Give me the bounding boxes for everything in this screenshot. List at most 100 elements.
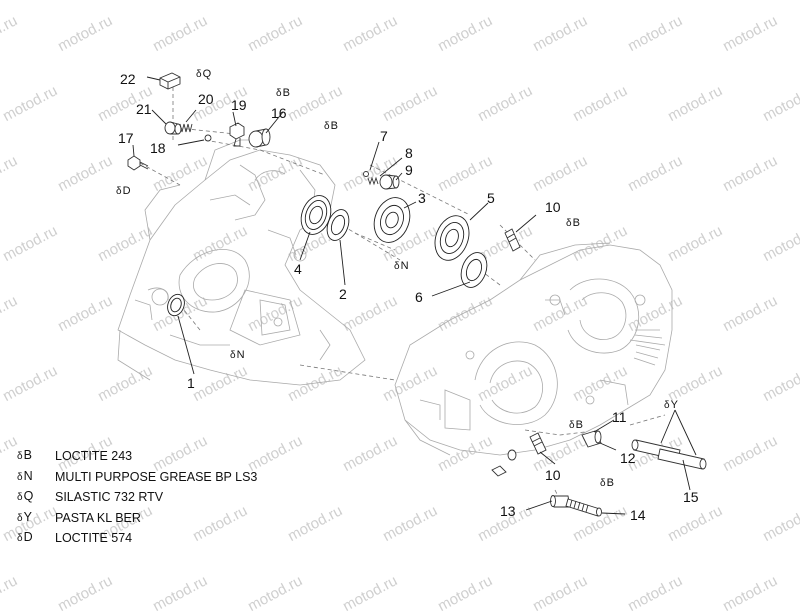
legend-symbol: δD — [17, 528, 55, 549]
legend-code: N — [23, 468, 33, 483]
part-label-p12: 12 — [620, 450, 636, 466]
sealant-tag-t10a: δB — [566, 218, 580, 229]
part-label-p8: 8 — [405, 145, 413, 161]
drop-icon: δ — [230, 350, 236, 361]
part-label-p13: 13 — [500, 503, 516, 519]
drop-icon: δ — [324, 121, 330, 132]
legend-code: Y — [23, 509, 32, 524]
drop-icon: δ — [566, 218, 572, 229]
part-21-plug — [164, 121, 182, 135]
part-16-plug — [248, 128, 271, 148]
part-label-p4: 4 — [294, 261, 302, 277]
drop-icon: δ — [17, 492, 23, 503]
legend-symbol: δN — [17, 467, 55, 488]
part-label-p10a: 10 — [545, 199, 561, 215]
part-1-oring — [167, 293, 185, 317]
part-17-sensor — [127, 155, 149, 171]
drop-icon: δ — [196, 69, 202, 80]
sealant-code: B — [330, 120, 338, 132]
part-14-stud — [565, 498, 602, 517]
part-12-sleeve — [581, 430, 602, 448]
sealant-tag-t17: δD — [116, 186, 131, 197]
part-18-ball — [204, 134, 212, 142]
part-label-p18: 18 — [150, 140, 166, 156]
legend-text: PASTA KL BER — [55, 510, 141, 525]
sealant-tag-t14: δB — [600, 478, 614, 489]
part-label-p15: 15 — [683, 489, 699, 505]
legend-symbol: δB — [17, 446, 55, 467]
part-label-p3: 3 — [418, 190, 426, 206]
legend-code: Q — [23, 489, 34, 503]
drop-icon: δ — [17, 512, 23, 524]
drop-icon: δ — [569, 420, 575, 431]
part-6-seal — [460, 252, 488, 288]
legend-symbol: δY — [17, 508, 55, 529]
part-label-p22: 22 — [120, 71, 136, 87]
legend-symbol: δQ — [17, 487, 55, 508]
part-3-bearing — [373, 197, 411, 243]
small-plugs — [491, 449, 517, 477]
drop-icon: δ — [116, 186, 122, 197]
part-19-fitting — [229, 122, 245, 147]
left-crankcase-half — [117, 139, 366, 386]
sealant-code: N — [400, 260, 409, 272]
sealant-code: N — [236, 349, 245, 361]
part-8-spring — [367, 176, 379, 186]
part-5-bearing — [434, 215, 470, 261]
legend-text: LOCTITE 243 — [55, 449, 133, 463]
part-label-p11: 11 — [612, 409, 627, 425]
right-crankcase-half — [394, 242, 673, 456]
sealant-tag-t11: δB — [569, 420, 583, 431]
sealant-tag-t16: δB — [324, 121, 338, 132]
part-20-spring — [179, 123, 193, 133]
drop-icon: δ — [600, 478, 606, 489]
part-22-cap — [159, 72, 181, 90]
leader-lines — [132, 76, 697, 515]
legend-text: MULTI PURPOSE GREASE BP LS3 — [55, 469, 258, 484]
sealant-code: Q — [202, 68, 212, 80]
part-label-p2: 2 — [339, 286, 347, 302]
sealant-code: D — [122, 185, 131, 197]
part-label-p16: 16 — [271, 105, 287, 121]
part-9-plug — [379, 174, 400, 190]
drop-icon: δ — [17, 451, 23, 462]
part-label-p6: 6 — [415, 289, 423, 305]
drop-icon: δ — [17, 471, 23, 483]
drop-icon: δ — [664, 400, 670, 411]
part-label-p17: 17 — [118, 130, 134, 146]
exploded-view-diagram — [117, 72, 707, 517]
sealant-tag-t15: δY — [664, 400, 678, 411]
legend-text: SILASTIC 732 RTV — [55, 490, 164, 504]
sealant-tag-t22: δQ — [196, 69, 211, 80]
part-7-pin — [363, 171, 369, 177]
sealant-tag-t2: δN — [394, 261, 409, 272]
part-label-p10b: 10 — [545, 467, 561, 483]
sealant-code: B — [575, 419, 583, 431]
legend-code: B — [23, 448, 32, 462]
sealant-tag-t1: δN — [230, 350, 245, 361]
part-4-bearing — [300, 195, 332, 235]
part-2-seal — [326, 209, 350, 241]
sealant-tag-t19: δB — [276, 88, 290, 99]
legend-code: D — [23, 530, 33, 544]
sealant-code: B — [572, 217, 580, 229]
part-label-p21: 21 — [136, 101, 152, 117]
part-label-p7: 7 — [380, 128, 388, 144]
sealant-code: B — [282, 87, 290, 99]
drop-icon: δ — [394, 261, 400, 272]
drop-icon: δ — [17, 533, 23, 544]
part-label-p1: 1 — [187, 375, 195, 391]
part-label-p14: 14 — [630, 507, 646, 523]
part-label-p19: 19 — [231, 97, 247, 113]
part-10-dowel-upper — [504, 228, 521, 252]
sealant-code: B — [606, 477, 614, 489]
part-label-p5: 5 — [487, 190, 495, 206]
legend-text: LOCTITE 574 — [55, 531, 133, 545]
part-15-pins — [631, 439, 707, 470]
